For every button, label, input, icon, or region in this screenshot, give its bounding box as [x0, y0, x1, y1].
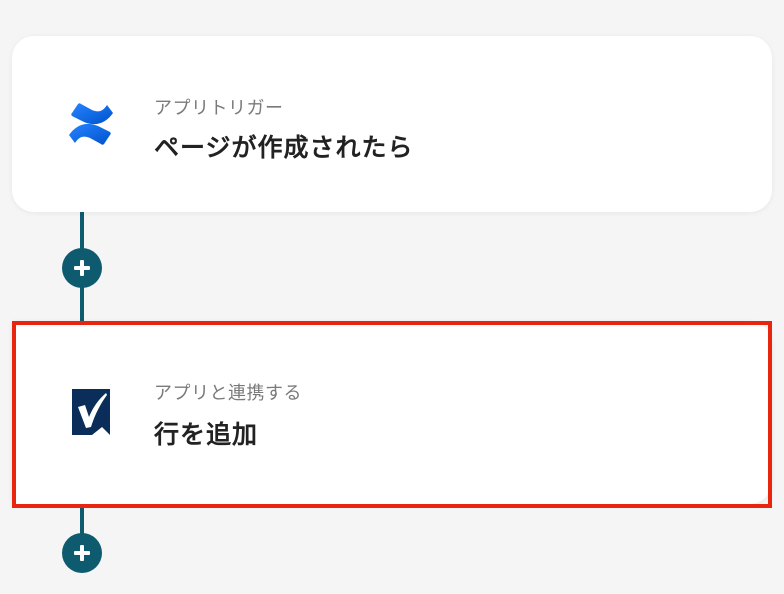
step-title: ページが作成されたら	[154, 133, 414, 162]
plus-icon	[74, 260, 90, 276]
step-title: 行を追加	[154, 420, 259, 449]
add-step-button[interactable]	[62, 533, 102, 573]
step-subtitle: アプリトリガー	[154, 98, 284, 119]
plus-icon	[74, 545, 90, 561]
flow-step-card-trigger[interactable]: アプリトリガー ページが作成されたら	[12, 36, 772, 212]
flow-step-card-action[interactable]: アプリと連携する 行を追加	[12, 321, 772, 504]
add-step-button[interactable]	[62, 248, 102, 288]
confluence-icon	[58, 91, 124, 157]
smartsheet-icon	[58, 379, 124, 445]
step-subtitle: アプリと連携する	[154, 383, 302, 404]
